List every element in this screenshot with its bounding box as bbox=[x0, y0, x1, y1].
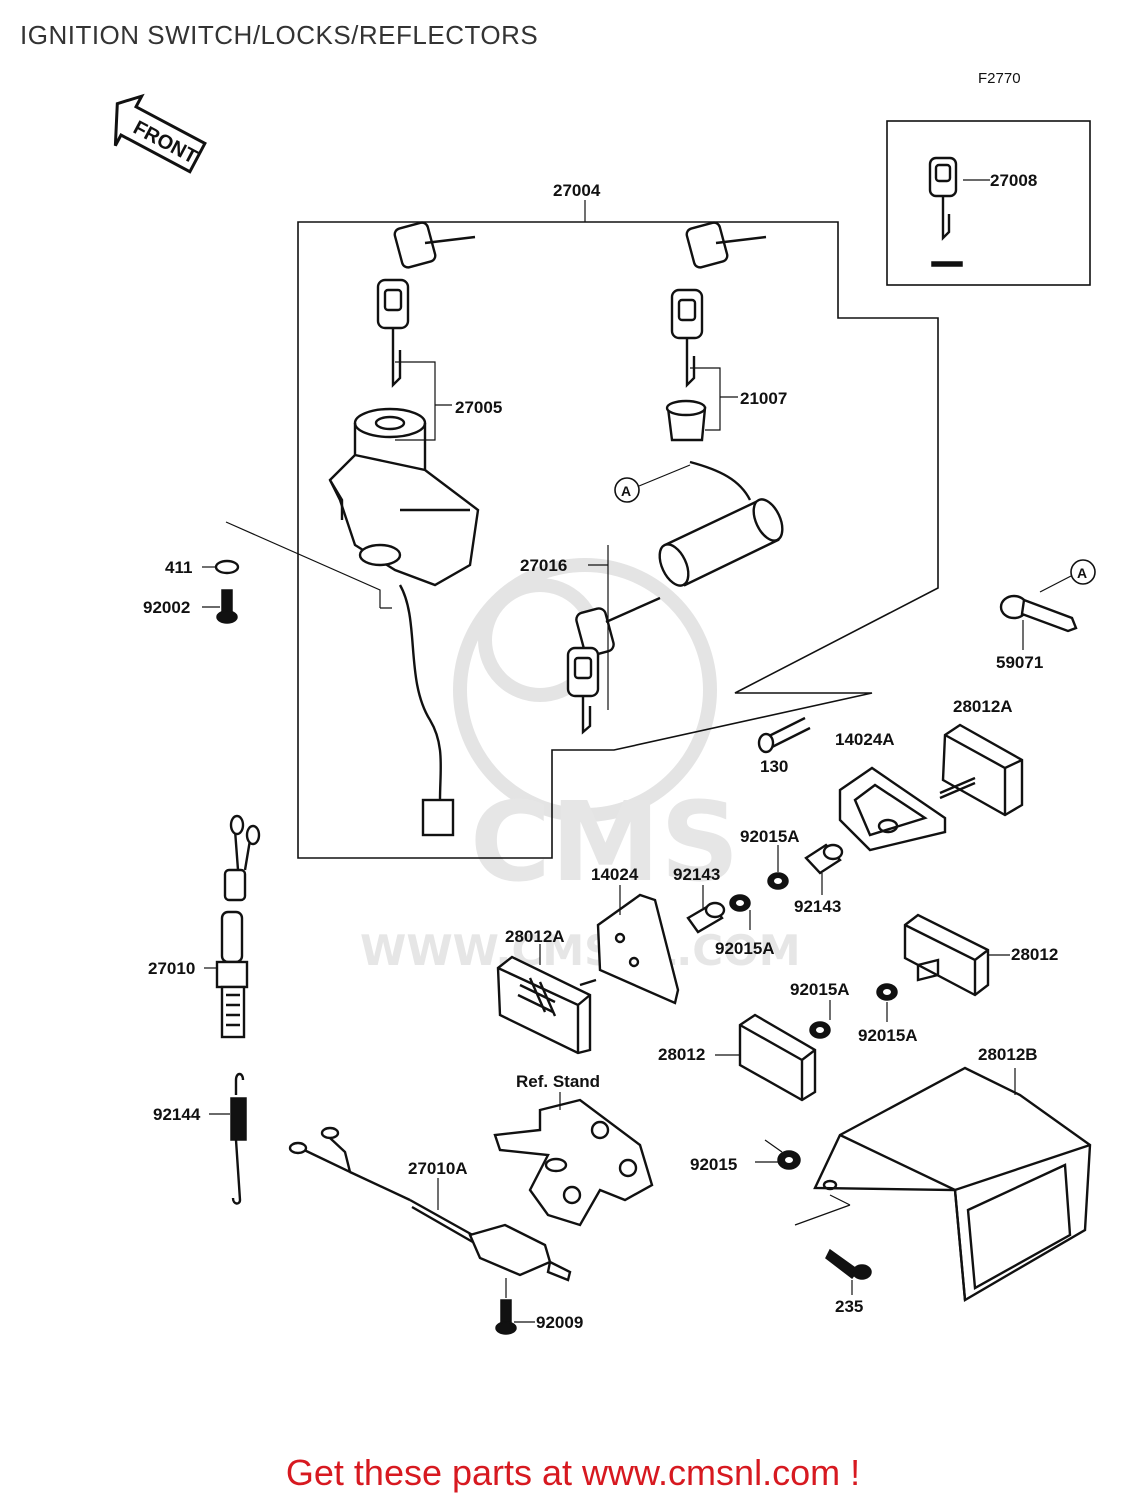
reflector-28012-mid-icon bbox=[738, 1013, 817, 1102]
front-arrow-icon: FRONT bbox=[113, 93, 207, 174]
key-set-21007-icon bbox=[665, 221, 767, 442]
page-title: IGNITION SWITCH/LOCKS/REFLECTORS bbox=[20, 20, 539, 50]
part-92015A-mid: 92015A bbox=[715, 939, 775, 958]
part-92015A-lower-right: 92015A bbox=[858, 1026, 918, 1045]
watermark-url: WWW.CMSNL.COM bbox=[360, 926, 801, 975]
part-235: 235 bbox=[835, 1297, 863, 1316]
part-27005: 27005 bbox=[455, 398, 502, 417]
bolt-235-icon bbox=[825, 1248, 872, 1280]
callout-a-right: A bbox=[1070, 559, 1096, 585]
nut-92015-icon bbox=[777, 1150, 801, 1170]
nut-92015A-mid-icon bbox=[729, 894, 751, 912]
reflector-holder-14024A-icon bbox=[838, 766, 947, 852]
part-92009: 92009 bbox=[536, 1313, 583, 1332]
svg-text:A: A bbox=[621, 483, 631, 499]
part-92015A-upper: 92015A bbox=[740, 827, 800, 846]
side-stand-bracket-icon bbox=[493, 1098, 654, 1227]
key-set-27005-icon bbox=[376, 221, 476, 388]
washer-411-icon bbox=[214, 559, 240, 575]
part-27010: 27010 bbox=[148, 959, 195, 978]
part-28012B: 28012B bbox=[978, 1045, 1038, 1064]
bracket-59071-icon bbox=[999, 594, 1078, 633]
side-stand-switch-27010A-icon bbox=[288, 1126, 572, 1282]
reflector-28012-right-icon bbox=[903, 913, 990, 997]
part-28012A-right: 28012A bbox=[953, 697, 1013, 716]
spring-92144-icon bbox=[230, 1072, 247, 1205]
spacer-92143-upper-icon bbox=[804, 843, 844, 875]
part-14024: 14024 bbox=[591, 865, 639, 884]
inset-frame-27008 bbox=[886, 120, 1091, 286]
helmet-lock-27016-icon bbox=[566, 460, 784, 735]
part-28012-right: 28012 bbox=[1011, 945, 1058, 964]
part-21007: 21007 bbox=[740, 389, 787, 408]
part-92143-left: 92143 bbox=[673, 865, 720, 884]
part-27010A: 27010A bbox=[408, 1159, 468, 1178]
reflector-housing-28012B-icon bbox=[813, 1066, 1092, 1302]
promo-banner[interactable]: Get these parts at www.cmsnl.com ! bbox=[285, 1452, 861, 1493]
reflector-28012A-right-icon bbox=[939, 723, 1024, 817]
part-92002: 92002 bbox=[143, 598, 190, 617]
part-27016: 27016 bbox=[520, 556, 567, 575]
part-92015: 92015 bbox=[690, 1155, 737, 1174]
ignition-wire-icon bbox=[398, 584, 442, 801]
part-14024A: 14024A bbox=[835, 730, 895, 749]
part-92143-right: 92143 bbox=[794, 897, 841, 916]
part-28012A-left: 28012A bbox=[505, 927, 565, 946]
spacer-92143-left-icon bbox=[686, 901, 726, 934]
figure-code: F2770 bbox=[978, 70, 1021, 87]
screw-92009-icon bbox=[495, 1299, 517, 1335]
part-130: 130 bbox=[760, 757, 788, 776]
nut-92015A-lower-left-icon bbox=[809, 1021, 831, 1039]
reflector-28012A-left-icon bbox=[496, 955, 597, 1055]
part-27004: 27004 bbox=[553, 181, 601, 200]
nut-92015A-lower-right-icon bbox=[876, 983, 898, 1001]
part-411: 411 bbox=[165, 558, 192, 577]
part-59071: 59071 bbox=[996, 653, 1043, 672]
screw-92002-icon bbox=[216, 589, 238, 624]
parts-diagram: CMS WWW.CMSNL.COM FRONT 27004 27008 270 bbox=[113, 93, 1096, 1335]
watermark-logo: CMS bbox=[470, 778, 739, 906]
bolt-130-icon bbox=[757, 716, 811, 754]
key-27008-icon bbox=[928, 156, 963, 267]
part-92015A-lower-left: 92015A bbox=[790, 980, 850, 999]
cms-watermark: CMS WWW.CMSNL.COM bbox=[360, 558, 801, 975]
part-27008: 27008 bbox=[990, 171, 1037, 190]
sensor-27010-icon bbox=[215, 814, 261, 1039]
reflector-holder-14024-icon bbox=[596, 893, 680, 1005]
part-28012-mid: 28012 bbox=[658, 1045, 705, 1064]
svg-text:A: A bbox=[1077, 565, 1087, 581]
assembly-frame-27004 bbox=[297, 221, 939, 859]
callout-a-left: A bbox=[614, 477, 640, 503]
ref-stand-label: Ref. Stand bbox=[516, 1072, 600, 1091]
ignition-connector-icon bbox=[421, 798, 455, 837]
nut-92015A-upper-icon bbox=[767, 872, 789, 890]
part-92144: 92144 bbox=[153, 1105, 201, 1124]
ignition-switch-icon bbox=[328, 407, 480, 587]
